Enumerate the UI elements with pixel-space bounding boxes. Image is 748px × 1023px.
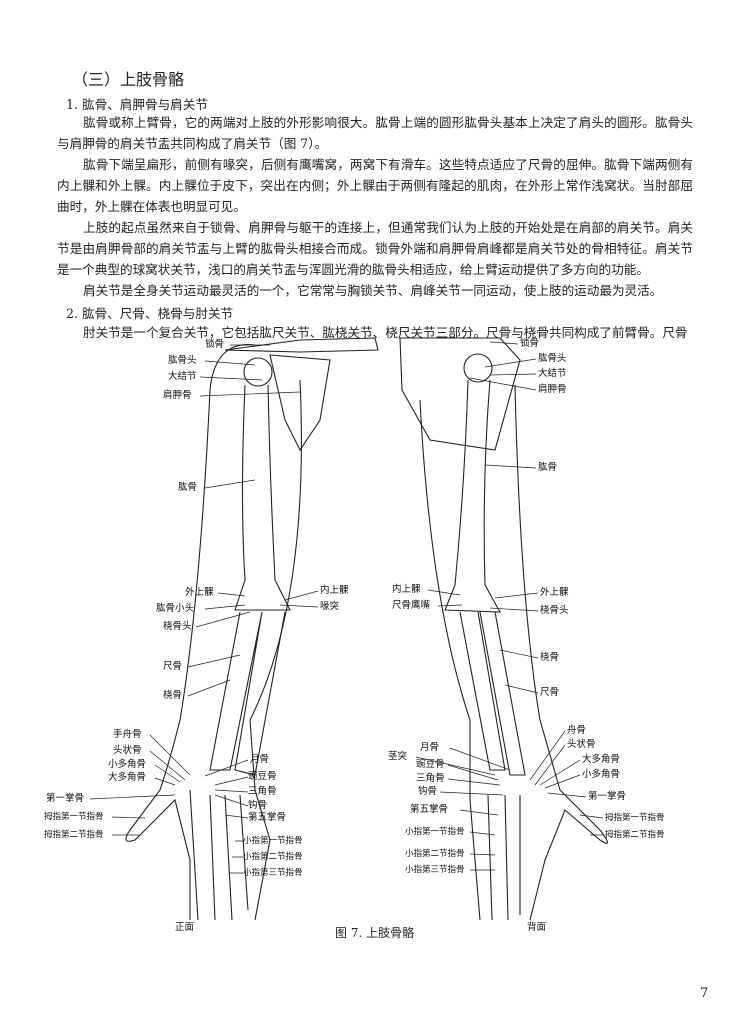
paragraph: 肘关节是一个复合关节，它包括肱尺关节、肱桡关节、桡尺关节三部分。尺骨与桡骨共同构… [83, 325, 688, 340]
label-back-humeral-head: 肱骨头 [538, 353, 567, 364]
section-title: （三）上肢骨骼 [72, 70, 185, 89]
label-back-triquetrum: 三角骨 [416, 773, 445, 784]
label-front-coracoid: 喙突 [320, 601, 340, 612]
label-back-clavicle: 锁骨 [520, 338, 540, 349]
label-back-first-metacarpal: 第一掌骨 [588, 791, 627, 802]
label-front-humerus: 肱骨 [178, 482, 198, 493]
label-front-lunate: 月骨 [250, 754, 270, 765]
label-front-capitate: 头状骨 [113, 745, 142, 756]
label-front-triquetrum: 三角骨 [248, 786, 277, 797]
paragraph: 上肢的起点虽然来自于锁骨、肩胛骨与躯干的连接上，但通常我们认为上肢的开始处是在肩… [57, 220, 693, 277]
label-front-greater-tubercle: 大结节 [168, 371, 197, 382]
label-front-lateral-epicondyle: 外上髁 [185, 587, 214, 598]
label-front-capitulum: 肱骨小头 [156, 603, 195, 614]
label-back-capitate: 头状骨 [567, 739, 596, 750]
figure-caption: 图 7. 上肢骨骼 [335, 926, 415, 940]
subheading-2: 2. 肱骨、尺骨、桡骨与肘关节 [66, 306, 234, 321]
label-back-thumb-proximal: 拇指第一节指骨 [605, 813, 665, 823]
front-view-label: 正面 [175, 922, 195, 933]
label-back-pisiform: 豌豆骨 [416, 759, 445, 770]
label-back-ulna: 尺骨 [540, 687, 560, 698]
label-front-hamate: 钩骨 [248, 800, 268, 811]
paragraph: 肱骨或称上臂骨，它的两端对上肢的外形影响很大。肱骨上端的圆形肱骨头基本上决定了肩… [57, 115, 693, 151]
label-front-radial-head: 桡骨头 [163, 621, 192, 632]
label-front-scapula: 肩胛骨 [163, 390, 192, 401]
label-back-radius: 桡骨 [540, 652, 560, 663]
label-back-humerus: 肱骨 [538, 462, 558, 473]
label-back-fifth-metacarpal: 第五掌骨 [410, 804, 449, 815]
paragraph: 肱骨下端呈扁形，前侧有喙突，后侧有鹰嘴窝，两窝下有滑车。这些特点适应了尺骨的屈伸… [57, 157, 693, 214]
label-front-little-finger-2: 小指第二节指骨 [243, 852, 303, 862]
label-back-olecranon: 尺骨鹰嘴 [392, 600, 431, 611]
label-back-radial-head: 桡骨头 [540, 605, 569, 616]
label-back-medial-epicondyle: 内上髁 [392, 584, 421, 595]
label-back-trapezium: 大多角骨 [582, 754, 621, 765]
label-back-hamate: 钩骨 [418, 786, 438, 797]
label-front-medial-epicondyle: 内上髁 [320, 585, 349, 596]
back-view-label: 背面 [527, 922, 547, 933]
label-back-trapezoid: 小多角骨 [582, 769, 621, 780]
label-front-clavicle: 锁骨 [205, 339, 225, 350]
label-front-pisiform: 豌豆骨 [248, 771, 277, 782]
label-back-little-finger-3: 小指第三节指骨 [405, 865, 465, 875]
label-back-scapula: 肩胛骨 [538, 384, 567, 395]
label-front-thumb-distal: 拇指第二节指骨 [44, 830, 104, 840]
label-back-lunate: 月骨 [420, 742, 440, 753]
label-back-little-finger-2: 小指第二节指骨 [405, 849, 465, 859]
label-front-radius: 桡骨 [163, 690, 183, 701]
label-front-scaphoid: 手舟骨 [113, 729, 142, 740]
label-back-styloid: 茎突 [388, 751, 408, 762]
label-front-ulna: 尺骨 [163, 661, 183, 672]
label-back-thumb-distal: 拇指第二节指骨 [605, 830, 665, 840]
subheading-1: 1. 肱骨、肩胛骨与肩关节 [66, 97, 208, 112]
paragraph: 肩关节是全身关节运动最灵活的一个，它常常与胸锁关节、肩峰关节一同运动，使上肢的运… [83, 283, 663, 298]
label-back-greater-tubercle: 大结节 [538, 368, 567, 379]
label-back-scaphoid: 舟骨 [567, 725, 587, 736]
label-back-little-finger-1: 小指第一节指骨 [405, 827, 465, 837]
label-front-thumb-proximal: 拇指第一节指骨 [44, 812, 104, 822]
label-front-humeral-head: 肱骨头 [168, 355, 197, 366]
page-number: 7 [700, 986, 709, 1001]
label-front-fifth-metacarpal: 第五掌骨 [248, 812, 287, 823]
label-front-little-finger-1: 小指第一节指骨 [243, 836, 303, 846]
label-front-trapezium: 大多角骨 [108, 772, 147, 783]
label-front-first-metacarpal: 第一掌骨 [46, 793, 85, 804]
label-front-trapezoid: 小多角骨 [108, 759, 147, 770]
label-front-little-finger-3: 小指第三节指骨 [243, 868, 303, 878]
label-back-lateral-epicondyle: 外上髁 [540, 587, 569, 598]
